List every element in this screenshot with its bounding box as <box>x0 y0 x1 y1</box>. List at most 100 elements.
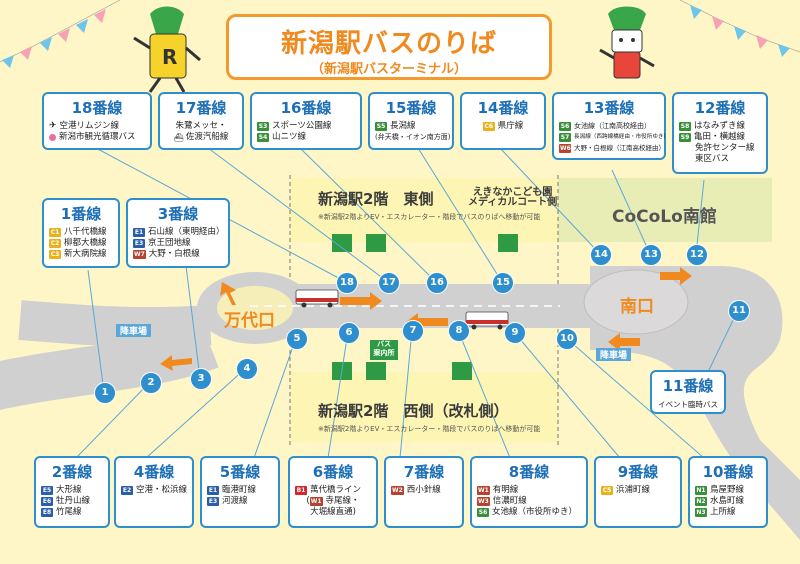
card-title: 12番線 <box>694 99 746 117</box>
route-name: 女池線（市役所ゆき） <box>492 507 578 517</box>
east-building-sub: えきなかこども園 メディカルコート側 <box>468 188 557 208</box>
route-badge: W1 <box>477 486 490 495</box>
stop-marker-2[interactable]: 2 <box>140 372 162 394</box>
route-badge: C6 <box>482 122 495 131</box>
route-name: 信濃町線 <box>492 496 527 506</box>
stop-marker-5[interactable]: 5 <box>286 328 308 350</box>
card-title: 10番線 <box>702 463 754 481</box>
mascot-right <box>599 6 655 79</box>
route-badge: E3 <box>133 239 145 248</box>
west-building-zone <box>290 372 558 442</box>
stop-marker-8[interactable]: 8 <box>448 320 470 342</box>
route-badge: S9 <box>679 133 691 142</box>
platform-card-17[interactable]: 17番線 朱鷺メッセ・ ⛴佐渡汽船線 <box>158 92 244 150</box>
stop-marker-18[interactable]: 18 <box>336 272 358 294</box>
route-badge: W7 <box>133 250 146 259</box>
title-box: 新潟駅バスのりば （新潟駅バスターミナル） <box>226 14 552 80</box>
stop-marker-10[interactable]: 10 <box>556 328 578 350</box>
route-name: 石山線（東明経由） <box>148 227 225 237</box>
stop-marker-3[interactable]: 3 <box>190 368 212 390</box>
mascot-left: R <box>133 6 201 93</box>
route-name: (弁天橋・イオン南方面) <box>375 133 451 141</box>
route-badge: W6 <box>559 144 571 153</box>
stop-marker-16[interactable]: 16 <box>426 272 448 294</box>
stop-marker-4[interactable]: 4 <box>236 358 258 380</box>
platform-card-18[interactable]: 18番線 ✈空港リムジン線 新潟市観光循環バス <box>42 92 152 150</box>
stop-marker-15[interactable]: 15 <box>492 272 514 294</box>
bandaiguchi-label: 万代口 <box>224 311 275 331</box>
stop-marker-14[interactable]: 14 <box>590 244 612 266</box>
stop-marker-7[interactable]: 7 <box>402 320 424 342</box>
route-badge: E2 <box>121 486 133 495</box>
route-name: 西小針線 <box>406 485 441 495</box>
route-badge: E1 <box>133 228 145 237</box>
bus-info-center-label: バス 案内所 <box>372 340 396 358</box>
route-name: 浜浦町線 <box>616 485 651 495</box>
info-line2: 案内所 <box>373 349 395 357</box>
route-badge: W3 <box>477 497 490 506</box>
stop-marker-13[interactable]: 13 <box>640 244 662 266</box>
route-badge: N1 <box>695 486 707 495</box>
route-name: 東区バス <box>695 154 730 164</box>
route-name: 臨港町線 <box>222 485 257 495</box>
card-title: 15番線 <box>385 99 437 117</box>
stop-marker-17[interactable]: 17 <box>378 272 400 294</box>
east-building-note: ※新潟駅2階よりEV・エスカレーター・階段でバスのりばへ移動が可能 <box>318 213 541 221</box>
route-row: イベント臨時バス <box>657 399 719 410</box>
stop-marker-11[interactable]: 11 <box>728 300 750 322</box>
route-name: 亀田・横越線 <box>694 132 746 142</box>
route-badge: S3 <box>257 122 269 131</box>
route-badge: C2 <box>49 239 61 248</box>
west-building-note: ※新潟駅2階よりEV・エスカレーター・階段でバスのりばへ移動が可能 <box>318 425 541 433</box>
minamiguchi-label: 南口 <box>620 297 654 317</box>
route-badge: E3 <box>207 497 219 506</box>
stop-marker-9[interactable]: 9 <box>504 322 526 344</box>
east-building-zone <box>290 178 558 242</box>
dot-icon <box>49 134 56 141</box>
card-title: 9番線 <box>617 463 659 481</box>
platform-card-11[interactable]: 11番線 イベント臨時バス <box>650 370 726 414</box>
route-row: 免許センター線 <box>679 143 761 154</box>
route-name: 大形線 <box>56 485 82 495</box>
bus-west <box>465 311 509 330</box>
route-name: 新潟市観光循環バス <box>59 132 136 142</box>
east-building-title: 新潟駅2階 東側 <box>318 190 434 208</box>
card-title: 17番線 <box>175 99 227 117</box>
route-name: 新大病院線 <box>64 249 107 259</box>
stop-marker-1[interactable]: 1 <box>94 382 116 404</box>
page-title: 新潟駅バスのりば <box>280 29 497 59</box>
route-badge: N2 <box>695 497 707 506</box>
stop-marker-6[interactable]: 6 <box>338 322 360 344</box>
connector-lines <box>75 147 739 459</box>
dropoff-label-west: 降車場 <box>116 324 152 337</box>
route-badge: E8 <box>41 508 53 517</box>
stop-marker-12[interactable]: 12 <box>686 244 708 266</box>
